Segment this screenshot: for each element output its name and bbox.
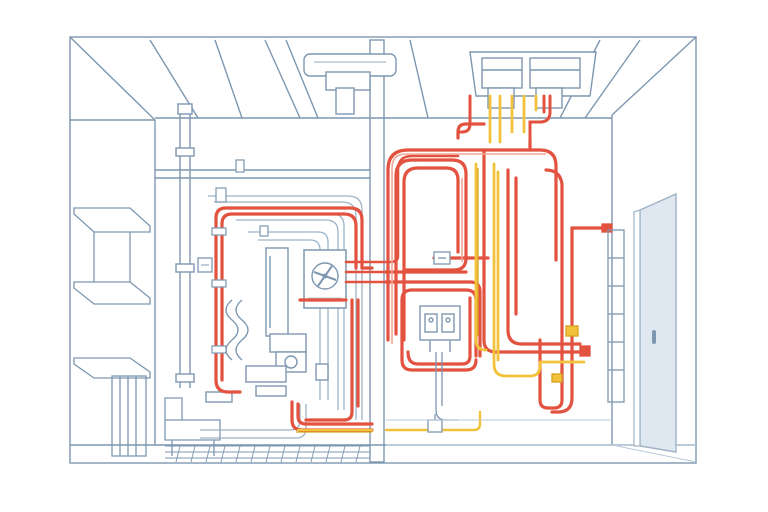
- boiler-unit: [303, 249, 347, 309]
- shelf: [73, 281, 151, 305]
- ceiling-beam: [409, 39, 429, 119]
- ceiling-beam: [285, 39, 319, 119]
- outer-frame: [69, 36, 697, 464]
- manifold-control-box: [419, 305, 461, 352]
- hot-water-pipes-left: [214, 206, 374, 432]
- chair: [164, 397, 221, 456]
- fan-unit-icon: [311, 262, 339, 290]
- drain-stack: [155, 103, 370, 388]
- gas-pipe-accent: [296, 168, 479, 433]
- radiator-panel: [607, 229, 625, 403]
- hot-water-pipes-light: [391, 153, 546, 344]
- ceiling-beam: [264, 39, 301, 119]
- pipe-fittings: [211, 159, 269, 354]
- drain-pipe: [435, 352, 458, 421]
- ceiling-connections: [456, 94, 552, 142]
- grey-supply-pipes: [200, 195, 363, 439]
- ceiling-vent-unit: [303, 53, 397, 115]
- ceiling-beam: [584, 39, 641, 119]
- ceiling-left-diagonal: [69, 36, 156, 121]
- ceiling-beam: [214, 39, 243, 119]
- right-wall-fittings: [551, 223, 613, 383]
- ceiling-right-diagonal: [611, 36, 697, 116]
- gas-meter-icon: [433, 251, 451, 265]
- center-column: [369, 39, 385, 463]
- ceiling-heat-exchanger: [469, 51, 597, 109]
- gas-pipes: [296, 94, 586, 432]
- room-structure: [69, 36, 697, 464]
- floor-grating: [165, 445, 370, 463]
- valve-icon: [427, 414, 443, 433]
- water-heater: [265, 247, 307, 353]
- wall-shelves: [73, 207, 151, 379]
- door: [633, 192, 677, 453]
- cabinet: [111, 375, 147, 457]
- shelf: [73, 207, 151, 233]
- shelf: [73, 357, 151, 379]
- floor-details: [386, 419, 697, 463]
- door-handle-icon: [652, 330, 656, 344]
